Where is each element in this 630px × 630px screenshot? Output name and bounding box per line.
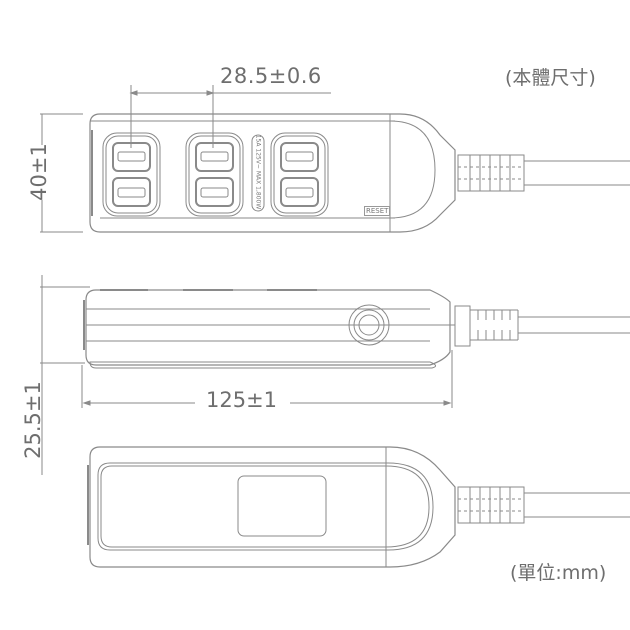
socket-group-2 [185, 132, 244, 217]
body-size-note: (本體尺寸) [505, 67, 596, 89]
height-dimension: 40±1 [27, 143, 51, 201]
side-view [40, 275, 630, 475]
top-view [40, 85, 630, 233]
reset-label: RESET [364, 206, 391, 216]
bottom-view [87, 446, 630, 568]
socket-group-3 [270, 132, 329, 217]
rating-label: 15A 125V~ MAX 1,800W [254, 134, 262, 210]
socket-group-1 [102, 132, 161, 217]
unit-note: (單位:mm) [510, 562, 607, 584]
thickness-dimension: 25.5±1 [21, 381, 45, 459]
socket-pitch-dimension: 28.5±0.6 [220, 64, 322, 88]
length-dimension: 125±1 [200, 388, 284, 412]
